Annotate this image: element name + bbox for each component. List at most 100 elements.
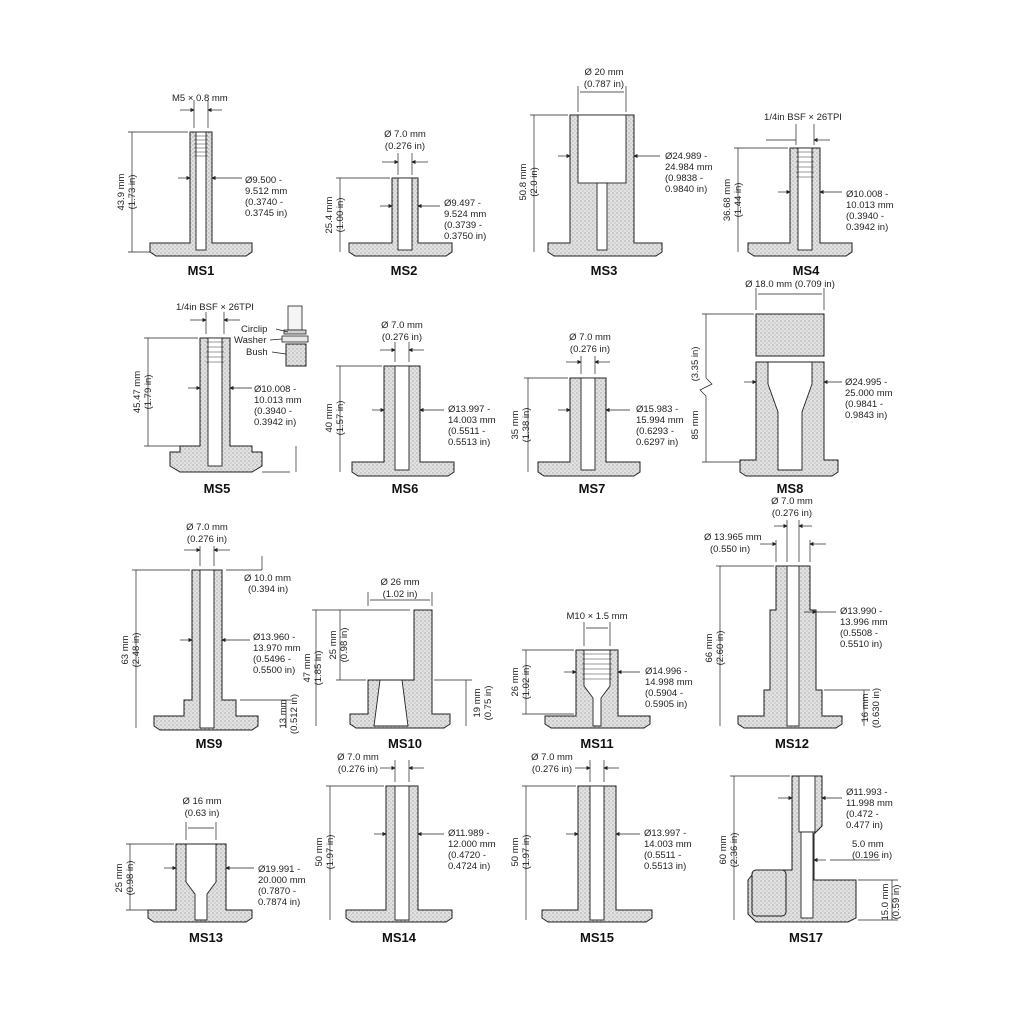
ms13-side-3: (0.7870 - bbox=[258, 886, 296, 897]
ms13-top-in: (0.63 in) bbox=[185, 808, 220, 819]
ms13-label: MS13 bbox=[189, 930, 223, 945]
ms17-side-2: 11.998 mm bbox=[846, 798, 893, 809]
ms14-side-1: Ø11.989 - bbox=[448, 828, 490, 839]
ms7-top-dim: Ø 7.0 mm bbox=[569, 332, 611, 343]
ms13-height-in: (0.98 in) bbox=[125, 861, 136, 896]
ms9-base-in: (0.512 in) bbox=[289, 694, 300, 734]
ms17-side-1: Ø11.993 - bbox=[846, 787, 888, 798]
ms9-side-2: 13.970 mm bbox=[253, 643, 301, 654]
ms15-height: 50 mm bbox=[510, 837, 521, 866]
ms12-top-dim: Ø 7.0 mm bbox=[771, 496, 813, 507]
ms14-side-2: 12.000 mm bbox=[448, 839, 496, 850]
ms14-side-4: 0.4724 in) bbox=[448, 861, 490, 872]
part-ms6: Ø 7.0 mm (0.276 in) 40 mm (1.57 in) Ø13.… bbox=[324, 320, 496, 496]
ms4-label: MS4 bbox=[793, 263, 821, 278]
ms10-upper-h-in: (0.98 in) bbox=[339, 628, 350, 663]
ms5-side-3: (0.3940 - bbox=[254, 406, 292, 417]
ms7-top-in: (0.276 in) bbox=[570, 344, 610, 355]
ms2-top-in: (0.276 in) bbox=[385, 141, 425, 152]
ms10-top-in: (1.02 in) bbox=[383, 589, 418, 600]
ms13-side-4: 0.7874 in) bbox=[258, 897, 300, 908]
ms1-side-4: 0.3745 in) bbox=[245, 208, 287, 219]
ms1-side-3: (0.3740 - bbox=[245, 197, 283, 208]
ms2-side-3: (0.3739 - bbox=[444, 220, 482, 231]
ms5-side-4: 0.3942 in) bbox=[254, 417, 296, 428]
ms12-label: MS12 bbox=[775, 736, 809, 751]
ms8-label: MS8 bbox=[777, 481, 804, 496]
ms1-side-1: Ø9.500 - bbox=[245, 175, 282, 186]
ms14-height: 50 mm bbox=[314, 837, 325, 866]
part-ms17: 60 mm (2.36 in) Ø11.993 - 11.998 mm (0.4… bbox=[718, 775, 902, 945]
ms4-side-1: Ø10.008 - bbox=[846, 189, 888, 200]
ms11-side-2: 14.998 mm bbox=[645, 677, 693, 688]
ms2-label: MS2 bbox=[391, 263, 418, 278]
ms4-height-in: (1.44 in) bbox=[733, 183, 744, 218]
ms15-side-2: 14.003 mm bbox=[644, 839, 692, 850]
ms10-base: 19 mm bbox=[472, 688, 483, 717]
ms10-label: MS10 bbox=[388, 736, 422, 751]
ms8-side-4: 0.9843 in) bbox=[845, 410, 887, 421]
ms6-height-in: (1.57 in) bbox=[335, 401, 346, 436]
ms11-side-4: 0.5905 in) bbox=[645, 699, 687, 710]
part-ms8: Ø 18.0 mm (0.709 in) 85 mm (3.35 in) Ø24… bbox=[690, 279, 893, 496]
part-ms2: Ø 7.0 mm (0.276 in) 25.4 mm (1.00 in) Ø9… bbox=[324, 129, 486, 278]
ms9-side-3: (0.5496 - bbox=[253, 654, 291, 665]
ms11-height: 26 mm bbox=[510, 667, 521, 696]
ms17-height-in: (2.36 in) bbox=[729, 833, 740, 868]
ms2-height-in: (1.00 in) bbox=[335, 198, 346, 233]
ms1-label: MS1 bbox=[188, 263, 215, 278]
ms10-base-in: (0.75 in) bbox=[483, 686, 494, 721]
ms4-side-2: 10.013 mm bbox=[846, 200, 894, 211]
ms2-side-1: Ø9.497 - bbox=[444, 198, 481, 209]
part-ms14: Ø 7.0 mm (0.276 in) 50 mm (1.97 in) Ø11.… bbox=[314, 752, 496, 945]
ms7-height: 35 mm bbox=[510, 410, 521, 439]
ms17-label: MS17 bbox=[789, 930, 823, 945]
ms11-top-dim: M10 × 1.5 mm bbox=[567, 611, 628, 622]
ms11-side-3: (0.5904 - bbox=[645, 688, 683, 699]
ms3-top-dim: Ø 20 mm bbox=[584, 67, 623, 78]
part-ms9: Ø 7.0 mm (0.276 in) Ø 10.0 mm (0.394 in)… bbox=[120, 522, 301, 751]
ms3-height-in: (2.0 in) bbox=[529, 167, 540, 197]
ms12-height: 66 mm bbox=[704, 633, 715, 662]
ms13-side-1: Ø19.991 - bbox=[258, 864, 300, 875]
ms8-top-dim: Ø 18.0 mm (0.709 in) bbox=[745, 279, 835, 290]
ms13-side-2: 20.000 mm bbox=[258, 875, 306, 886]
ms7-side-4: 0.6297 in) bbox=[636, 437, 678, 448]
part-ms12: Ø 7.0 mm (0.276 in) Ø 13.965 mm (0.550 i… bbox=[704, 496, 888, 751]
ms9-side-4: 0.5500 in) bbox=[253, 665, 295, 676]
ms15-top-in: (0.276 in) bbox=[532, 764, 572, 775]
ms5-inset-bush: Bush bbox=[246, 347, 268, 358]
ms4-top-dim: 1/4in BSF × 26TPI bbox=[764, 112, 842, 123]
ms6-side-3: (0.5511 - bbox=[448, 426, 485, 437]
ms17-base-in: (0.59 in) bbox=[891, 885, 902, 920]
ms4-side-3: (0.3940 - bbox=[846, 211, 884, 222]
ms7-label: MS7 bbox=[579, 481, 606, 496]
ms6-top-in: (0.276 in) bbox=[382, 332, 422, 343]
part-ms7: Ø 7.0 mm (0.276 in) 35 mm (1.38 in) Ø15.… bbox=[510, 332, 684, 496]
part-ms13: Ø 16 mm (0.63 in) 25 mm (0.98 in) Ø19.99… bbox=[114, 796, 306, 945]
ms2-height: 25.4 mm bbox=[324, 196, 335, 233]
ms17-side-3: (0.472 - bbox=[846, 809, 879, 820]
ms17-upper-2: (0.196 in) bbox=[852, 850, 892, 861]
ms1-height: 43.9 mm bbox=[116, 173, 127, 210]
ms5-label: MS5 bbox=[204, 481, 231, 496]
ms6-height: 40 mm bbox=[324, 403, 335, 432]
ms2-side-2: 9.524 mm bbox=[444, 209, 486, 220]
ms12-side-1: Ø13.990 - bbox=[840, 606, 882, 617]
ms15-side-1: Ø13.997 - bbox=[644, 828, 686, 839]
ms12-upper-1: Ø 13.965 mm bbox=[704, 532, 762, 543]
ms11-label: MS11 bbox=[580, 736, 613, 751]
ms12-side-2: 13.996 mm bbox=[840, 617, 888, 628]
ms5-side-2: 10.013 mm bbox=[254, 395, 302, 406]
part-ms11: M10 × 1.5 mm 26 mm (1.02 in) Ø14.996 - 1… bbox=[510, 611, 693, 751]
ms9-height: 63 mm bbox=[120, 635, 131, 664]
part-ms4: 1/4in BSF × 26TPI 36.68 mm (1.44 in) Ø10… bbox=[722, 112, 894, 278]
ms8-height: 85 mm bbox=[690, 410, 701, 439]
ms12-upper-2: (0.550 in) bbox=[710, 544, 750, 555]
ms14-side-3: (0.4720 - bbox=[448, 850, 486, 861]
ms9-upper-1: Ø 10.0 mm bbox=[244, 573, 291, 584]
ms17-height: 60 mm bbox=[718, 835, 729, 864]
ms17-base: 15.0 mm bbox=[880, 883, 891, 920]
part-ms3: Ø 20 mm (0.787 in) 50.8 mm (2.0 in) Ø24.… bbox=[518, 67, 713, 278]
